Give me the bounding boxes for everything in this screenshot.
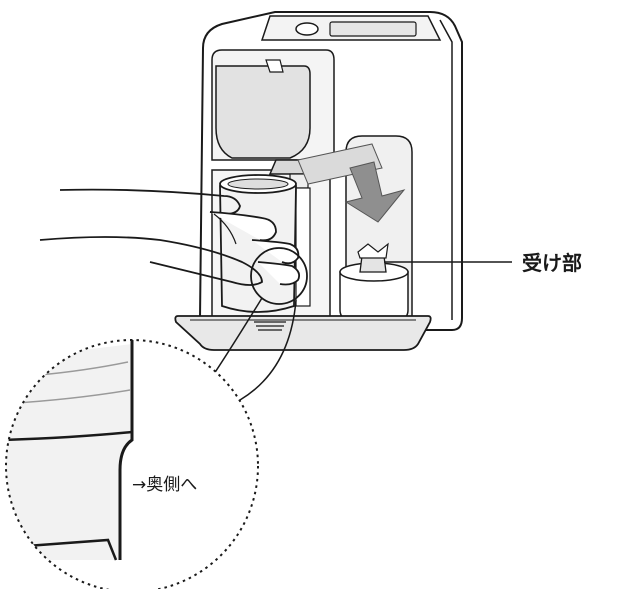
tray-grille [254, 321, 286, 331]
magnifier-connector-right [239, 299, 297, 401]
tank-cavity [211, 49, 335, 161]
detail-circle-border [5, 339, 259, 589]
top-display [329, 21, 417, 37]
detail-view [6, 340, 258, 589]
direction-label: →奥側へ [132, 475, 197, 495]
top-button [295, 22, 319, 36]
insert-arrow [297, 143, 406, 223]
water-tank [215, 65, 311, 159]
hand [39, 188, 301, 286]
magnifier-ring [250, 247, 308, 305]
receiver-label: 受け部 [522, 251, 582, 275]
drip-tray [174, 315, 432, 351]
